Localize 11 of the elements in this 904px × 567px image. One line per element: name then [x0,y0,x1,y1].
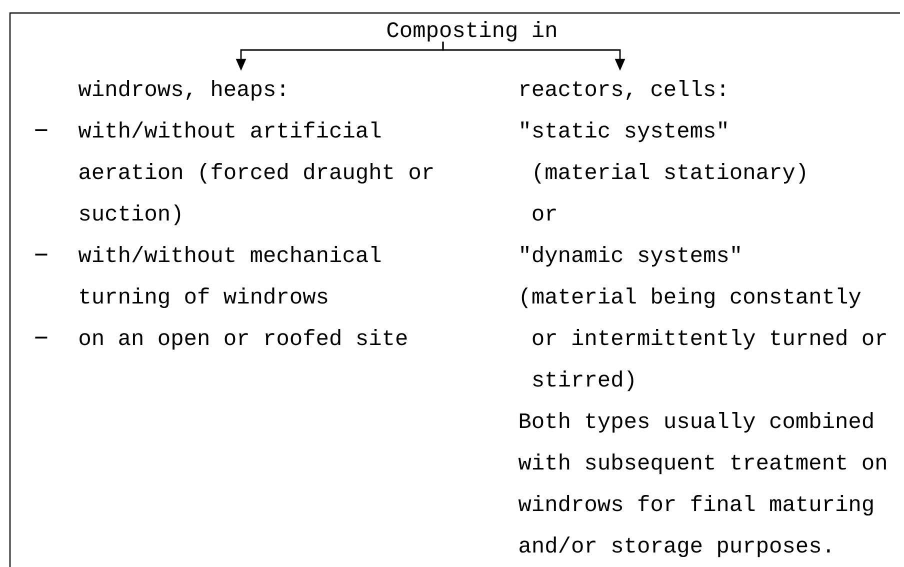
list-item: (material being constantly or intermittently turned or stirred) [522,288,886,392]
list-item: "static systems" [521,122,726,142]
list-item: on an open or roofed site [80,329,407,350]
list-item: or [532,208,556,221]
list-item: "dynamic systems" [521,246,740,267]
list-item: reactors, cells: [520,80,724,100]
list-item: (material stationary) [535,163,805,184]
list-item: with/without artificial aeration (forced draught or suction) [78,122,433,226]
list-item: windrows, heaps: [78,80,284,101]
list-item: Both types usually combined with subsequent treatment on windrows for final maturing and/or storage purposes. [518,412,886,558]
heading: Composting in [387,21,556,42]
